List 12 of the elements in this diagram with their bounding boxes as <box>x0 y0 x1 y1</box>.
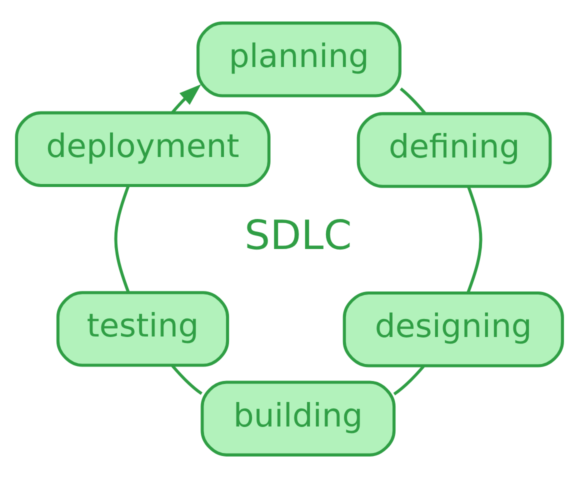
node-box: testing <box>56 291 230 367</box>
label: SDLC <box>244 212 352 259</box>
connector <box>171 364 202 395</box>
node-box: building <box>200 380 396 456</box>
node-box: defining <box>356 112 552 188</box>
connector <box>400 88 426 114</box>
node-box: deployment <box>15 111 270 188</box>
node-box: planning <box>196 22 402 98</box>
connector <box>114 185 130 292</box>
connector <box>393 365 425 396</box>
connector <box>466 186 482 294</box>
node-box: designing <box>342 292 564 368</box>
